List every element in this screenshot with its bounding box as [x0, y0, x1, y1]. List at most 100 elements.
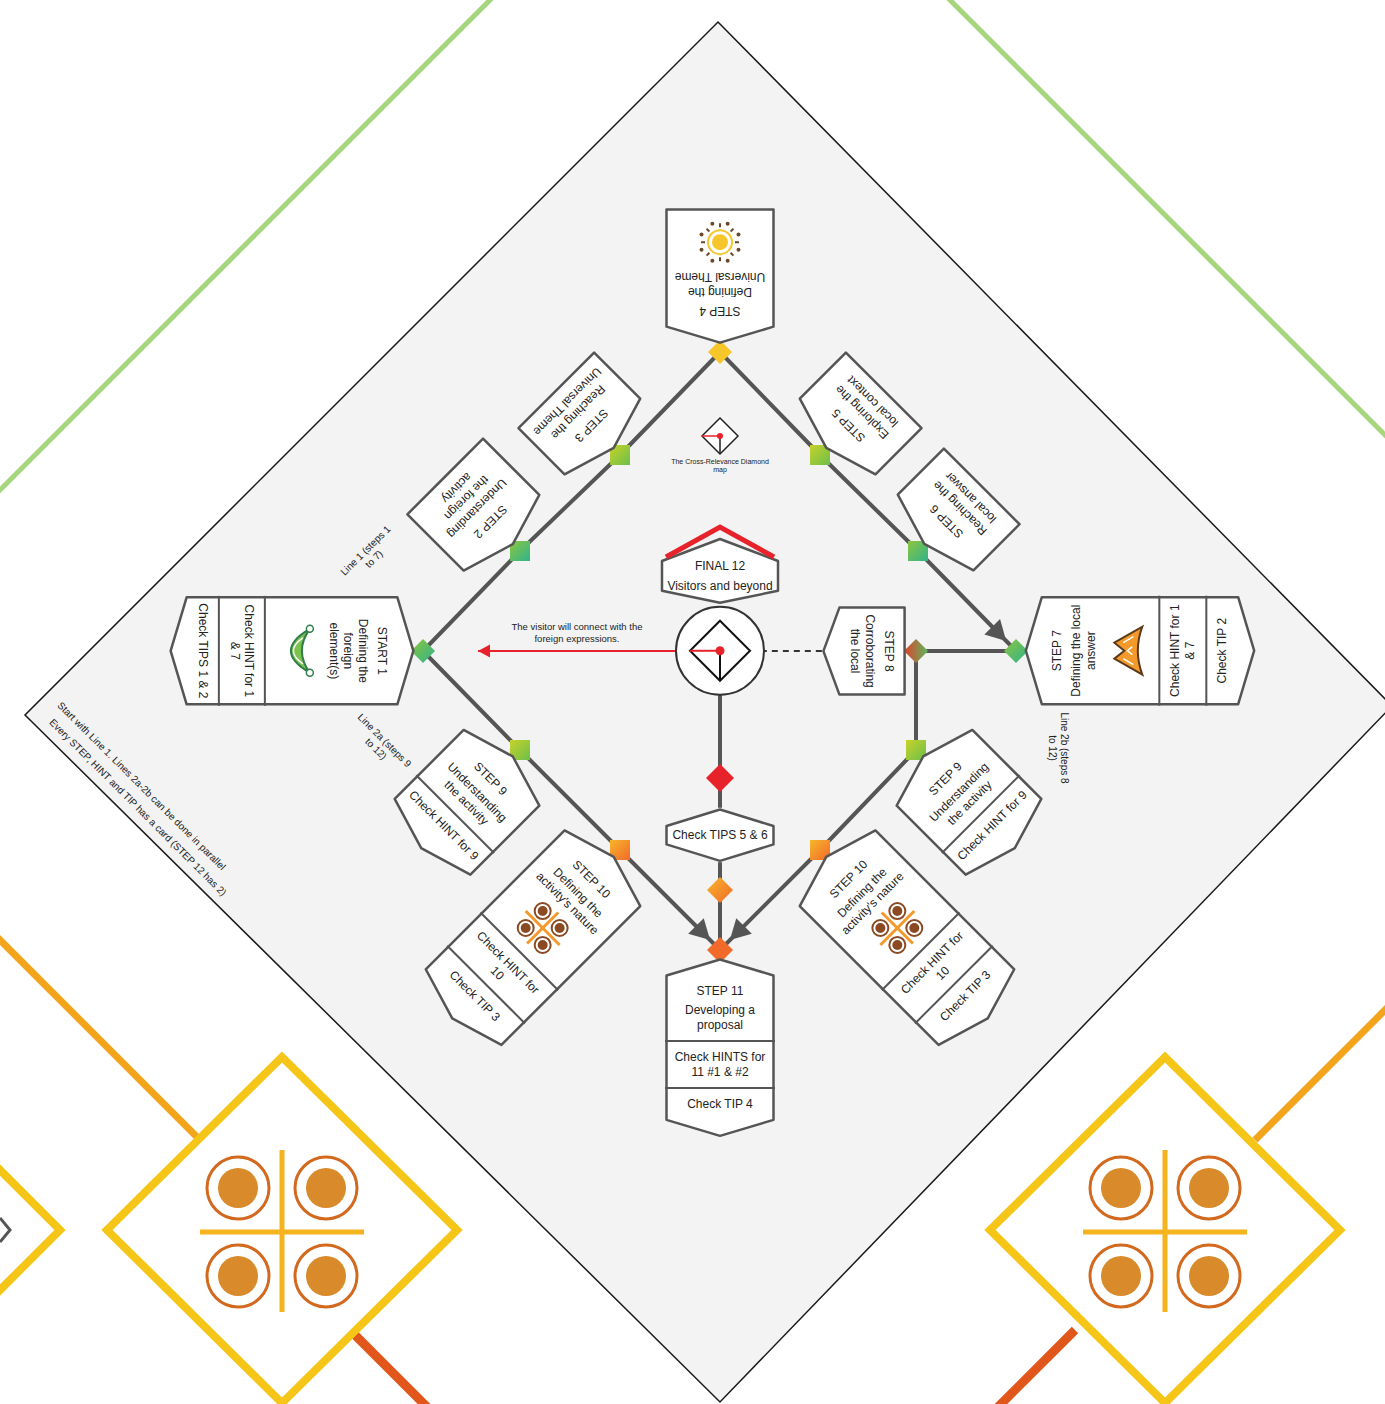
junction-diamond	[706, 764, 734, 792]
orange-line	[1255, 1005, 1385, 1140]
junction-diamond	[904, 639, 928, 663]
ring	[531, 900, 554, 923]
dot	[552, 921, 566, 935]
node-text: FINAL 12	[660, 559, 780, 573]
sun-icon	[690, 218, 750, 266]
ring	[1178, 1245, 1240, 1307]
sun-dot	[700, 247, 704, 251]
node-text: Visitors and beyond	[660, 579, 780, 593]
node-text: Developing a proposal	[665, 1003, 775, 1032]
map-icon	[702, 418, 738, 454]
card-cell: Check HINT for 1 & 7	[1158, 596, 1197, 706]
card-shape	[518, 353, 651, 486]
orange-line	[995, 1330, 1075, 1404]
connector-line	[906, 651, 922, 756]
node-text: Check TIP 4	[665, 1097, 775, 1111]
dot	[1101, 1168, 1141, 1208]
sun-ray	[731, 252, 734, 255]
node-text: STEP 8	[882, 606, 896, 696]
ring	[1178, 1157, 1240, 1219]
card-cell: Check TIP 4	[665, 1087, 775, 1111]
card: START 1Defining the foreign element(s)Ch…	[169, 596, 415, 706]
dot	[306, 1256, 346, 1296]
final-circle	[676, 607, 764, 695]
card-shape	[414, 819, 651, 1056]
orange-line	[350, 1330, 430, 1404]
connector	[478, 644, 676, 657]
ring	[548, 917, 571, 940]
sun-ray	[735, 241, 739, 243]
edge-label: The visitor will connect with the foreig…	[500, 620, 654, 645]
note-label: Line 2b (steps 8 to 12)	[1046, 708, 1070, 788]
ring	[1090, 1245, 1152, 1307]
ring	[904, 917, 927, 940]
sun-dot	[726, 258, 730, 262]
sun-dot	[736, 247, 740, 251]
chevron	[0, 1218, 10, 1242]
sun-ray	[731, 228, 734, 231]
card: STEP 4Defining the Universal Theme	[665, 208, 775, 344]
cross-line	[1083, 1230, 1247, 1235]
yellow-diamond	[990, 1057, 1340, 1403]
card: STEP 8 Corroborating the local	[822, 606, 906, 696]
card: STEP 7 Defining the local answer Check HIN…	[1024, 596, 1255, 706]
node-text: Check HINT for 1 & 7	[1168, 596, 1197, 706]
dot	[535, 904, 549, 918]
bowl-shape	[291, 629, 310, 673]
node-text: START 1	[375, 596, 389, 706]
card: Check TIPS 5 & 6	[665, 808, 775, 862]
node-text: Defining the local answer	[1069, 596, 1098, 706]
connector-line	[764, 650, 822, 652]
node-text: STEP 4	[665, 304, 775, 318]
dot	[518, 921, 532, 935]
bowl-line	[294, 638, 304, 664]
ring	[514, 917, 537, 940]
yellow-diamond	[107, 1057, 457, 1403]
sun-dot	[726, 221, 730, 225]
dot	[891, 938, 905, 952]
ring	[531, 934, 554, 957]
sun-dot	[700, 232, 704, 236]
ring	[207, 1245, 269, 1307]
icon	[274, 596, 322, 706]
sun-ray	[719, 257, 721, 261]
sun-dot	[710, 258, 714, 262]
bowl-icon	[274, 621, 322, 681]
dot	[1101, 1256, 1141, 1296]
node-text: Check TIP 2	[1215, 596, 1229, 706]
final-outline	[660, 531, 780, 699]
sun-ray	[719, 223, 721, 227]
bowl-dot	[307, 625, 314, 632]
sun-ring	[708, 230, 732, 254]
dot	[891, 904, 905, 918]
node-text: STEP 11	[665, 984, 775, 998]
card-shape	[789, 353, 922, 486]
card-shape	[408, 439, 551, 582]
connector	[764, 651, 822, 652]
icon	[665, 218, 775, 266]
node-text: Check TIPS 5 & 6	[665, 828, 775, 842]
card-shape	[789, 819, 1026, 1056]
node-text: Corroborating the local	[848, 606, 877, 696]
card-cell: Check TIP 2	[1205, 596, 1229, 706]
card-cell: Check HINTS for 11 #1 & #2	[665, 1040, 775, 1079]
cross-line	[200, 1230, 364, 1235]
card: STEP 11 Developing a proposalCheck HINTS …	[665, 958, 775, 1137]
dot	[1189, 1168, 1229, 1208]
ring	[295, 1157, 357, 1219]
arrow-head	[984, 619, 1006, 641]
connector-line	[478, 650, 676, 652]
card-cell: Check TIPS 1 & 2	[195, 596, 219, 706]
sun-ray	[707, 228, 710, 231]
orange-line	[0, 935, 200, 1140]
junction-diamond	[1004, 639, 1028, 663]
dot	[306, 1168, 346, 1208]
dot	[535, 938, 549, 952]
ring	[887, 900, 910, 923]
ring	[1090, 1157, 1152, 1219]
node-text: STEP 7	[1050, 596, 1064, 706]
peak-icon	[1102, 621, 1150, 681]
sun-core	[712, 234, 728, 250]
node-text: Check HINTS for 11 #1 & #2	[665, 1050, 775, 1079]
dot	[1189, 1256, 1229, 1296]
